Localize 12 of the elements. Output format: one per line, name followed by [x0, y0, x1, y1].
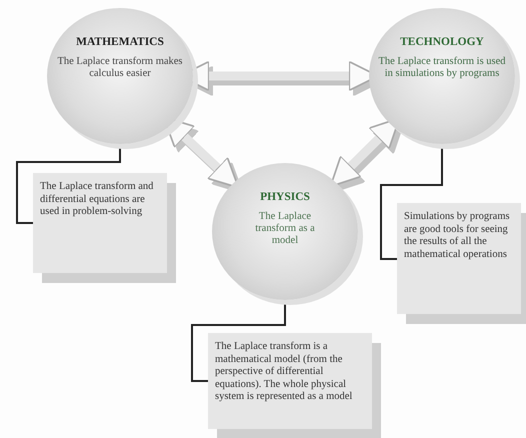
note-text: The Laplace transform and differential equations are used in problem-solving — [40, 181, 154, 219]
note-text: The Laplace transform is a mathematical model (from the perspective of differential equations). The whole physical system is represented as a model — [215, 341, 354, 404]
note-box — [397, 203, 521, 314]
circle-title: MATHEMATICS — [76, 36, 164, 48]
circle-title: TECHNOLOGY — [400, 36, 484, 48]
note-box — [208, 333, 372, 429]
circle-title: PHYSICS — [260, 191, 310, 203]
note-text: Simulations by programs are good tools for seeing the results of all the mathematical operations — [404, 211, 511, 262]
circle-text: The Laplace transform as a model — [254, 211, 316, 248]
note-box — [33, 173, 167, 273]
circle-text: The Laplace transform is used in simulations by programs — [377, 56, 507, 80]
circle-text: The Laplace transform makes calculus easier — [56, 56, 184, 80]
